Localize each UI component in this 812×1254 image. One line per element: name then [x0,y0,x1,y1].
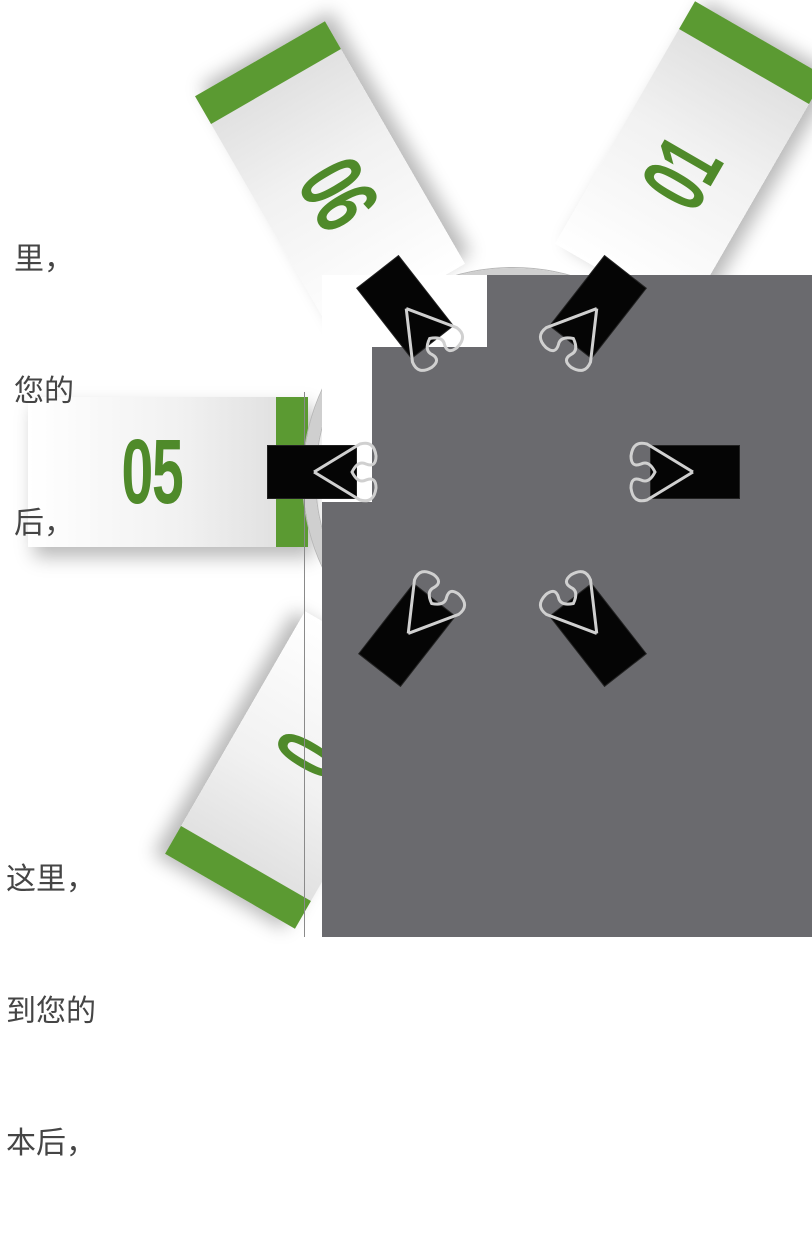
lower-left-text-line: 本后， [6,1126,96,1161]
upper-left-text-line: 后， [14,506,74,541]
binder-clip-bottom-left-handle [406,570,467,635]
card-06-strip [195,21,341,124]
lower-left-text: 这里， 到您的 本后， [0,770,96,1254]
binder-clip-right-handle [629,441,694,503]
card-04-strip [165,826,311,929]
binder-clip-top-right-handle [538,307,599,372]
binder-clip-top-left-handle [404,307,465,372]
upper-left-text: 里， 您的 后， [0,150,74,634]
diagram-stage: 01 06 05 0 [0,1,812,1161]
divider-line [304,392,305,937]
lower-left-text-line: 这里， [6,862,96,897]
upper-left-text-line: 您的 [14,374,74,409]
card-05-number: 05 [121,420,184,523]
upper-left-text-line: 里， [14,242,74,277]
card-01-strip [679,1,812,104]
card-01-number: 01 [622,121,741,226]
binder-clip-bottom-right-handle [538,570,599,635]
binder-clip-left-handle [313,441,378,503]
lower-left-text-line: 到您的 [6,994,96,1029]
